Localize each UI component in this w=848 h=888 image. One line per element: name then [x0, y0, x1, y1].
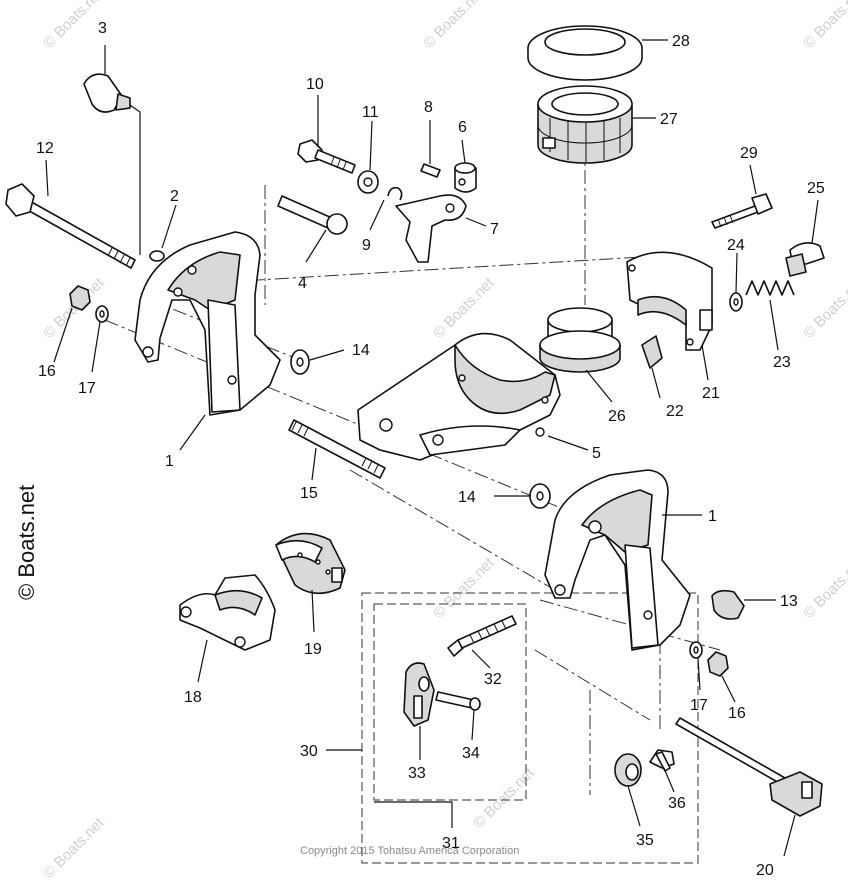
pin-part-8 — [420, 163, 441, 178]
callout-15: 15 — [300, 485, 318, 502]
rod-part-20 — [675, 717, 823, 817]
clamp-bracket-part-1-left — [134, 231, 281, 416]
nut-part-16-right — [707, 651, 729, 677]
washer-part-11 — [357, 170, 379, 194]
washer-part-17-right — [689, 641, 703, 659]
bushing-part-27 — [537, 85, 633, 164]
callout-28: 28 — [672, 33, 690, 50]
callout-36: 36 — [668, 795, 686, 812]
callout-25: 25 — [807, 180, 825, 197]
callout-12: 12 — [36, 140, 54, 157]
bolt-part-29 — [711, 193, 773, 229]
sleeve-part-26 — [539, 307, 621, 373]
clip-part-9 — [387, 186, 403, 201]
callout-5: 5 — [592, 445, 601, 462]
callout-23: 23 — [773, 354, 791, 371]
copyright-text: Copyright 2015 Tohatsu America Corporati… — [300, 845, 520, 857]
callout-2: 2 — [170, 188, 179, 205]
centre-lines — [104, 120, 721, 795]
callout-31: 31 — [442, 835, 460, 852]
seal-ring-part-28 — [527, 25, 643, 81]
callout-4: 4 — [298, 275, 307, 292]
callout-30: 30 — [300, 743, 318, 760]
callout-19: 19 — [304, 641, 322, 658]
cap-part-13 — [711, 589, 745, 620]
kit-box-31 — [373, 603, 527, 801]
washer-part-24 — [729, 292, 743, 312]
callout-14-lower: 14 — [458, 489, 476, 506]
washer-part-14-upper — [290, 349, 310, 375]
lever-part-33 — [403, 662, 435, 727]
callout-6: 6 — [458, 119, 467, 136]
nut-part-16-left — [69, 285, 91, 311]
callout-8: 8 — [424, 99, 433, 116]
callout-13: 13 — [780, 593, 798, 610]
side-watermark: © Boats.net — [14, 484, 39, 600]
callout-10: 10 — [306, 76, 324, 93]
callout-14-upper: 14 — [352, 342, 370, 359]
washer-part-17-left — [95, 305, 109, 323]
tilt-tube-part-15 — [288, 419, 386, 479]
callout-1-left: 1 — [165, 453, 174, 470]
bolt-part-4 — [277, 195, 348, 235]
callout-26: 26 — [608, 408, 626, 425]
callout-16-right: 16 — [728, 705, 746, 722]
spring-part-23 — [745, 280, 795, 296]
callout-numbers: 3 2 12 10 11 8 6 7 9 4 28 27 29 25 24 23… — [36, 20, 825, 879]
swivel-bracket-part-5 — [357, 332, 561, 461]
pin-part-2 — [149, 250, 165, 262]
screw-part-32 — [447, 615, 517, 657]
bushing-part-19 — [275, 532, 346, 595]
washer-part-14-lower — [529, 483, 551, 509]
callout-27: 27 — [660, 111, 678, 128]
bolt-part-12 — [5, 183, 136, 269]
callout-20: 20 — [756, 862, 774, 879]
lever-part-7 — [395, 194, 467, 263]
knob-part-3 — [83, 73, 131, 113]
callout-17-right: 17 — [690, 697, 708, 714]
callout-29: 29 — [740, 145, 758, 162]
pad-part-35 — [614, 753, 642, 787]
callout-1-right: 1 — [708, 508, 717, 525]
wing-screw-part-25 — [785, 242, 825, 277]
bolt-part-10 — [297, 139, 356, 174]
callout-9: 9 — [362, 237, 371, 254]
callout-18: 18 — [184, 689, 202, 706]
bracket-part-21 — [626, 251, 713, 351]
saddle-part-18 — [179, 574, 276, 651]
clamp-bracket-part-1-right — [544, 469, 691, 651]
screw-part-36 — [649, 749, 675, 772]
callout-3: 3 — [98, 20, 107, 37]
callout-35: 35 — [636, 832, 654, 849]
callout-34: 34 — [462, 745, 480, 762]
callout-33: 33 — [408, 765, 426, 782]
callout-16-left: 16 — [38, 363, 56, 380]
callout-7: 7 — [490, 221, 499, 238]
collar-part-6 — [454, 162, 477, 193]
callout-17-left: 17 — [78, 380, 96, 397]
plate-part-22 — [641, 335, 663, 369]
callout-21: 21 — [702, 385, 720, 402]
leader-lines — [45, 39, 819, 857]
callout-11: 11 — [362, 104, 379, 121]
pin-part-34 — [435, 691, 481, 711]
callout-24: 24 — [727, 237, 745, 254]
callout-22: 22 — [666, 403, 684, 420]
callout-32: 32 — [484, 671, 502, 688]
